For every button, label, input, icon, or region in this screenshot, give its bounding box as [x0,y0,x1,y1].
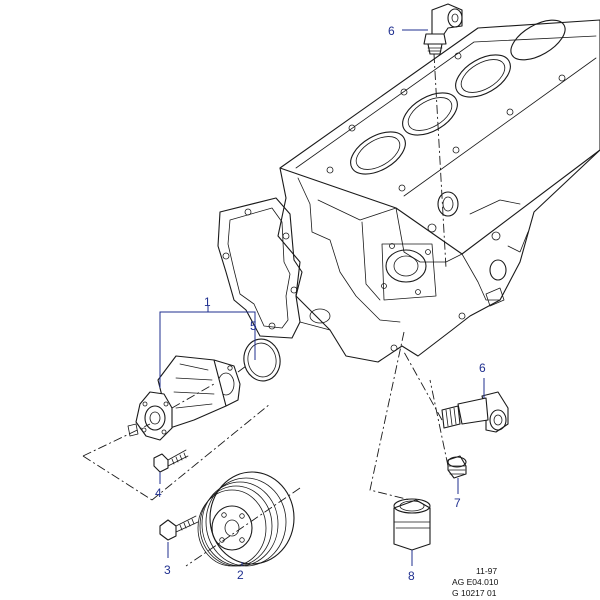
callout-2: 2 [237,568,244,582]
callout-7: 7 [454,496,461,510]
callout-1: 1 [204,295,211,309]
pulley-bolt [159,515,199,541]
callout-4: 4 [155,486,162,500]
callout-leaders [159,29,485,566]
engine-block [277,19,600,363]
reference-graphic-id: G 10217 01 [452,588,497,598]
water-pump-o-ring [243,338,281,382]
water-pump [127,355,241,441]
reference-date: 11-97 [476,566,497,576]
callout-8: 8 [408,569,415,583]
water-pump-pulley [197,471,295,567]
coolant-elbow-fitting-side [441,391,509,433]
callout-6-top: 6 [388,24,395,38]
assembly-dash-lines [82,53,449,567]
callout-3: 3 [164,563,171,577]
coolant-plug [447,455,467,479]
coolant-connector-pipe [393,498,431,551]
water-pump-bolt [153,449,189,473]
reference-code: AG E04.010 [452,577,499,587]
callout-6-right: 6 [479,361,486,375]
callout-5: 5 [250,319,257,333]
timing-cover-flange [217,197,331,339]
coolant-elbow-fitting-top [423,3,463,55]
